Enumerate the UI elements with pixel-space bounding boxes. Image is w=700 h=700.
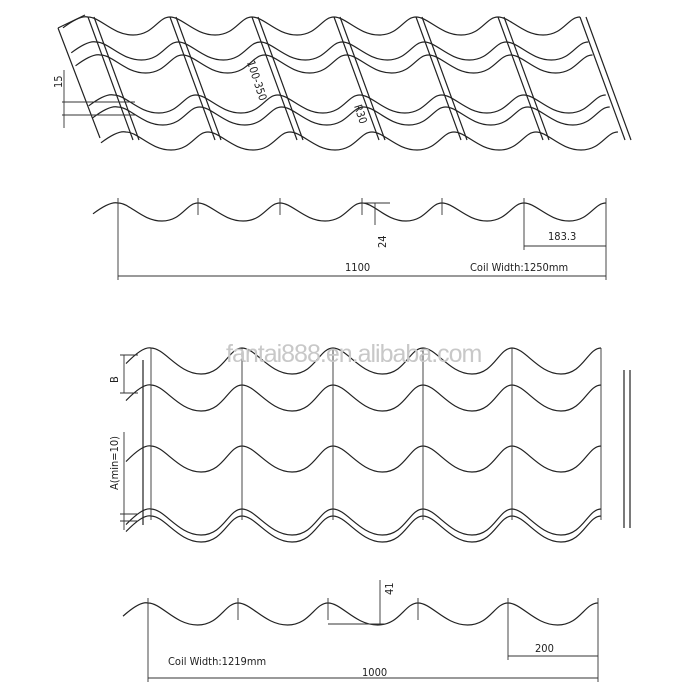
- watermark: fantai888.en.alibaba.com: [226, 340, 482, 368]
- iso-height-label: 15: [52, 75, 65, 88]
- profile-curve: [122, 602, 599, 626]
- tile-rib-line: [169, 16, 216, 141]
- tile-rib-line: [339, 16, 386, 141]
- tile-rib-line: [93, 16, 140, 141]
- tile-rib-line: [87, 16, 134, 141]
- tile-rib-line: [333, 16, 380, 141]
- p1-width-label: 1100: [345, 261, 370, 274]
- p2-pitch-label: 200: [535, 642, 554, 655]
- front-a-label: A(min=10): [108, 436, 121, 490]
- tile-row-line: [125, 347, 602, 375]
- profile-1250: [92, 198, 607, 280]
- tile-rib-line: [503, 16, 550, 141]
- dimension-lines: [120, 354, 138, 530]
- front-b-label: B: [108, 376, 121, 383]
- tile-row-line: [88, 94, 606, 114]
- tile-rib-line: [585, 16, 632, 141]
- tile-row-line: [125, 445, 602, 473]
- tile-rib-line: [497, 16, 544, 141]
- tile-rib-line: [421, 16, 468, 141]
- profile-1219: [122, 580, 599, 682]
- p2-width-label: 1000: [362, 666, 387, 679]
- tile-rib-line: [579, 16, 626, 141]
- iso-radius-label: R30: [351, 103, 369, 126]
- tile-edge-line: [57, 14, 101, 139]
- tile-row-line: [125, 508, 602, 536]
- p2-height-label: 41: [383, 582, 396, 595]
- tile-rib-line: [175, 16, 222, 141]
- p1-pitch-label: 183.3: [548, 230, 576, 243]
- tile-row-line: [62, 16, 581, 36]
- iso-pitch-label: 100-350: [244, 59, 269, 102]
- tile-row-line: [125, 515, 602, 543]
- tile-rib-line: [415, 16, 462, 141]
- tile-rib-line: [251, 16, 298, 141]
- tile-row-line: [75, 54, 593, 74]
- tile-row-line: [125, 384, 602, 412]
- tile-row-line: [100, 131, 619, 151]
- p1-coil-width-label: Coil Width:1250mm: [470, 261, 568, 274]
- tile-edge-line: [142, 360, 631, 528]
- front-tile-view: [120, 347, 631, 543]
- tile-rib-line: [257, 16, 304, 141]
- tile-row-line: [92, 106, 610, 126]
- profile-curve: [92, 202, 607, 222]
- tile-row-line: [70, 41, 589, 61]
- isometric-tile-view: [57, 14, 632, 151]
- p1-height-label: 24: [376, 235, 389, 248]
- p2-coil-width-label: Coil Width:1219mm: [168, 655, 266, 668]
